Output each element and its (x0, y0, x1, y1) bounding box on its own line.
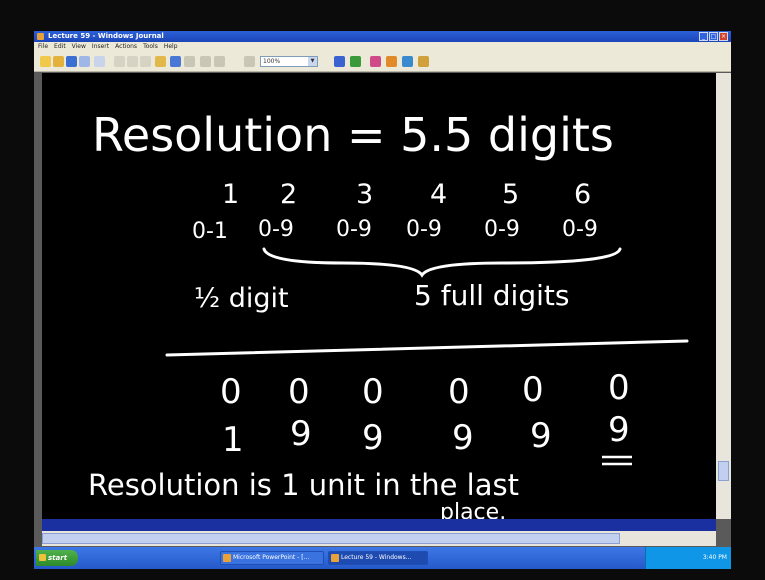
copy-icon[interactable] (127, 56, 138, 67)
half-digit-label: ½ digit (194, 283, 289, 314)
start-button[interactable]: start (36, 550, 78, 566)
journal-icon (331, 554, 339, 562)
taskbar: start Microsoft PowerPoint - [... Lectur… (34, 547, 731, 569)
range-5: 0-9 (484, 217, 520, 242)
powerpoint-icon (223, 554, 231, 562)
min-digit-5: 0 (522, 370, 544, 410)
new-note-icon[interactable] (40, 56, 51, 67)
position-2: 2 (280, 179, 297, 210)
handwritten-notes: Resolution = 5.5 digits 1 2 3 4 5 6 0-1 … (88, 108, 689, 525)
digit-position-row: 1 2 3 4 5 6 (222, 179, 591, 210)
min-value-row: 0 0 0 0 0 0 (220, 368, 630, 412)
min-digit-6: 0 (608, 368, 630, 408)
selection-tool-icon[interactable] (402, 56, 413, 67)
min-digit-1: 0 (220, 372, 242, 412)
range-1: 0-1 (192, 219, 228, 244)
start-label: start (48, 554, 68, 562)
page-width-icon[interactable] (214, 56, 225, 67)
pen-icon[interactable] (334, 56, 345, 67)
position-6: 6 (574, 179, 591, 210)
taskbar-item-label: Lecture 59 - Windows... (341, 554, 412, 561)
menu-insert[interactable]: Insert (91, 43, 110, 50)
eraser-icon[interactable] (386, 56, 397, 67)
max-digit-5: 9 (530, 416, 552, 456)
pen-color-icon[interactable] (370, 56, 381, 67)
range-2: 0-9 (258, 217, 294, 242)
vertical-scrollbar[interactable] (716, 73, 731, 519)
page-bottom-band (42, 519, 716, 531)
heading-text: Resolution = 5.5 digits (92, 108, 614, 162)
range-4: 0-9 (406, 217, 442, 242)
menu-file[interactable]: File (38, 43, 49, 50)
range-3: 0-9 (336, 217, 372, 242)
windows-flag-icon (39, 554, 46, 561)
horizontal-scroll-thumb[interactable] (42, 533, 620, 544)
menu-tools[interactable]: Tools (143, 43, 158, 50)
max-digit-4: 9 (452, 418, 474, 458)
tray-clock[interactable]: 3:40 PM (702, 554, 727, 561)
journal-app-icon (37, 33, 44, 40)
window-title: Lecture 59 - Windows Journal (48, 32, 164, 40)
chevron-down-icon[interactable]: ▼ (308, 57, 317, 66)
taskbar-item-journal[interactable]: Lecture 59 - Windows... (328, 551, 428, 565)
note-icon[interactable] (155, 56, 166, 67)
maximize-button[interactable]: □ (709, 32, 718, 41)
digit-range-row: 0-1 0-9 0-9 0-9 0-9 0-9 (192, 217, 598, 244)
save-icon[interactable] (66, 56, 77, 67)
flag-icon[interactable] (418, 56, 429, 67)
open-folder-icon[interactable] (53, 56, 64, 67)
position-5: 5 (502, 179, 519, 210)
menu-bar: File Edit View Insert Actions Tools Help (34, 42, 731, 52)
highlighter-icon[interactable] (350, 56, 361, 67)
window-controls: _ □ × (699, 32, 728, 41)
paste-icon[interactable] (140, 56, 151, 67)
print-icon[interactable] (79, 56, 90, 67)
redo-icon[interactable] (184, 56, 195, 67)
max-digit-2: 9 (290, 414, 312, 454)
max-value-row: 1 9 9 9 9 9 (222, 410, 630, 460)
divider-line (165, 339, 689, 357)
title-bar[interactable]: Lecture 59 - Windows Journal _ □ × (34, 31, 731, 42)
zoom-value: 100% (263, 58, 281, 65)
journal-page-canvas[interactable]: Resolution = 5.5 digits 1 2 3 4 5 6 0-1 … (42, 73, 716, 525)
system-tray: 3:40 PM (645, 547, 731, 569)
minimize-button[interactable]: _ (699, 32, 708, 41)
taskbar-item-powerpoint[interactable]: Microsoft PowerPoint - [... (220, 551, 324, 565)
position-1: 1 (222, 179, 239, 210)
conclusion-line-1: Resolution is 1 unit in the last (88, 468, 519, 502)
min-digit-2: 0 (288, 372, 310, 412)
position-4: 4 (430, 179, 447, 210)
min-digit-3: 0 (362, 372, 384, 412)
taskbar-item-label: Microsoft PowerPoint - [... (233, 554, 310, 561)
cut-icon[interactable] (114, 56, 125, 67)
toolbar: 100% ▼ (34, 52, 731, 72)
max-digit-6: 9 (608, 410, 630, 450)
app-window: Lecture 59 - Windows Journal _ □ × File … (34, 31, 731, 569)
full-digits-label: 5 full digits (414, 279, 569, 312)
conclusion-line-2: place. (440, 500, 506, 519)
vertical-scroll-thumb[interactable] (718, 461, 729, 481)
range-6: 0-9 (562, 217, 598, 242)
max-digit-1: 1 (222, 420, 244, 460)
position-3: 3 (356, 179, 373, 210)
min-digit-4: 0 (448, 372, 470, 412)
page-icon[interactable] (200, 56, 211, 67)
horizontal-scrollbar[interactable] (42, 531, 716, 546)
menu-view[interactable]: View (71, 43, 86, 50)
menu-actions[interactable]: Actions (115, 43, 138, 50)
zoom-icon[interactable] (244, 56, 255, 67)
zoom-select[interactable]: 100% ▼ (260, 56, 318, 67)
find-icon[interactable] (94, 56, 105, 67)
undo-icon[interactable] (170, 56, 181, 67)
menu-edit[interactable]: Edit (54, 43, 66, 50)
curly-brace (262, 247, 622, 278)
max-digit-3: 9 (362, 418, 384, 458)
close-button[interactable]: × (719, 32, 728, 41)
menu-help[interactable]: Help (163, 43, 178, 50)
